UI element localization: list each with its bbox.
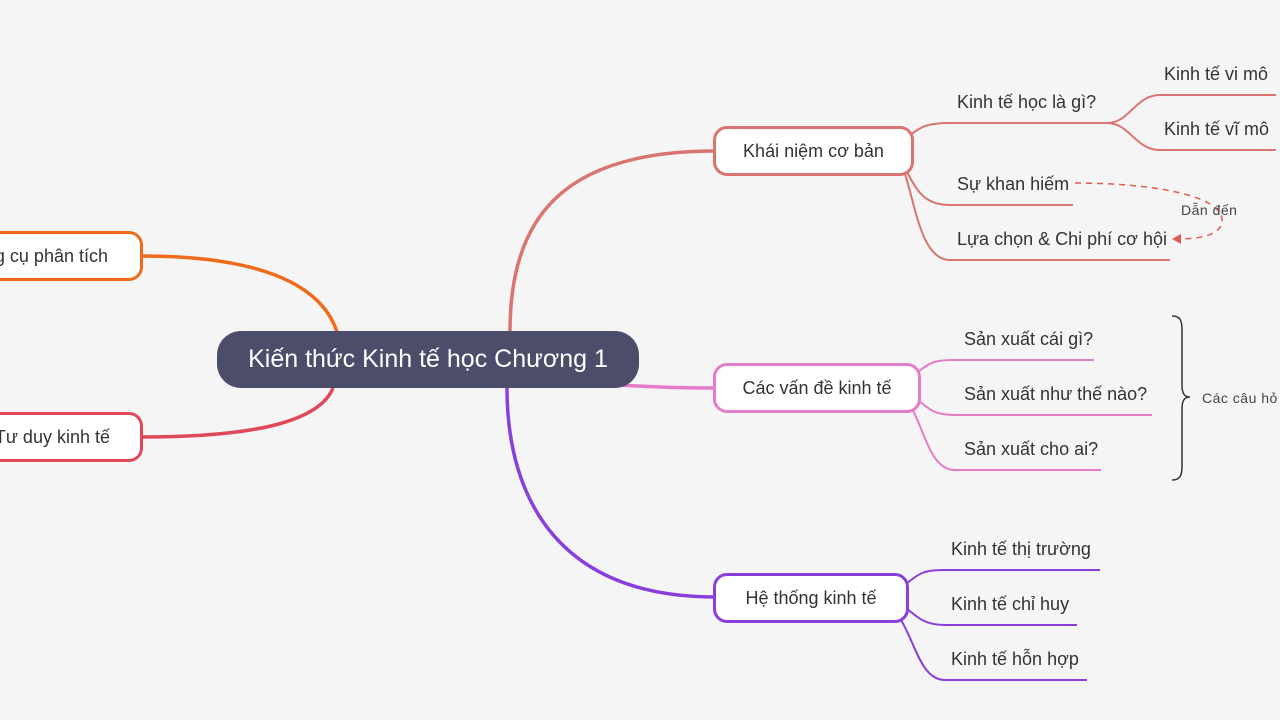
relationship-line [1074, 182, 1223, 240]
branch-he-thong-kinh-te[interactable]: Hệ thống kinh tế [713, 573, 909, 623]
connector-cai-gi [917, 359, 1094, 373]
branch-cac-van-de-kinh-te[interactable]: Các vấn đề kinh tế [713, 363, 921, 413]
connector-vi-mo [1106, 94, 1276, 124]
topic-kinh-te-vi-mo[interactable]: Kinh tế vi mô [1164, 64, 1269, 84]
root-topic[interactable]: Kiến thức Kinh tế học Chương 1 [217, 331, 639, 388]
branch-label: Các vấn đề kinh tế [742, 377, 892, 398]
branch-tu-duy-kinh-te[interactable]: Tư duy kinh tế [0, 412, 143, 462]
topic-kinh-te-hoc-la-gi[interactable]: Kinh tế học là gì? [957, 92, 1097, 112]
summary-brace [1171, 315, 1191, 481]
root-label: Kiến thức Kinh tế học Chương 1 [248, 345, 608, 373]
connector-root-cong-cu [141, 254, 339, 333]
summary-label[interactable]: Các câu hỏ [1202, 390, 1278, 406]
topic-kinh-te-hon-hop[interactable]: Kinh tế hỗn hợp [951, 649, 1079, 669]
connector-root-van-de [619, 383, 716, 390]
branch-label: g cụ phân tích [0, 245, 108, 266]
connector-root-khai-niem [508, 149, 716, 333]
topic-san-xuat-cai-gi[interactable]: Sản xuất cái gì? [964, 329, 1094, 349]
connector-kinh-te-hoc [904, 122, 1110, 141]
branch-khai-niem-co-ban[interactable]: Khái niệm cơ bản [713, 126, 914, 176]
topic-san-xuat-cho-ai[interactable]: Sản xuất cho ai? [964, 439, 1099, 459]
connector-vi-mo-2 [1106, 122, 1276, 151]
connector-lua-chon [902, 167, 1170, 261]
connector-hon-hop [897, 614, 1087, 681]
branch-cong-cu-phan-tich[interactable]: g cụ phân tích [0, 231, 143, 281]
branch-label: Hệ thống kinh tế [745, 587, 877, 608]
connector-nhu-the-nao [917, 399, 1152, 416]
relationship-label[interactable]: Dẫn đến [1181, 202, 1238, 218]
branch-label: Khái niệm cơ bản [743, 140, 884, 161]
topic-su-khan-hiem[interactable]: Sự khan hiếm [957, 174, 1070, 194]
topic-lua-chon-chi-phi-co-hoi[interactable]: Lựa chọn & Chi phí cơ hội [957, 229, 1167, 249]
connector-root-tu-duy [141, 387, 335, 439]
topic-kinh-te-vi-mo-2[interactable]: Kinh tế vĩ mô [1164, 119, 1270, 139]
relationship-arrowhead [1172, 234, 1181, 244]
topic-san-xuat-nhu-the-nao[interactable]: Sản xuất như thế nào? [964, 384, 1148, 404]
connector-root-he-thong [505, 387, 716, 599]
branch-label: Tư duy kinh tế [0, 426, 110, 447]
connector-cho-ai [909, 404, 1101, 471]
topic-kinh-te-thi-truong[interactable]: Kinh tế thị trường [951, 539, 1091, 559]
topic-kinh-te-chi-huy[interactable]: Kinh tế chỉ huy [951, 594, 1070, 614]
connector-thi-truong [904, 569, 1100, 586]
